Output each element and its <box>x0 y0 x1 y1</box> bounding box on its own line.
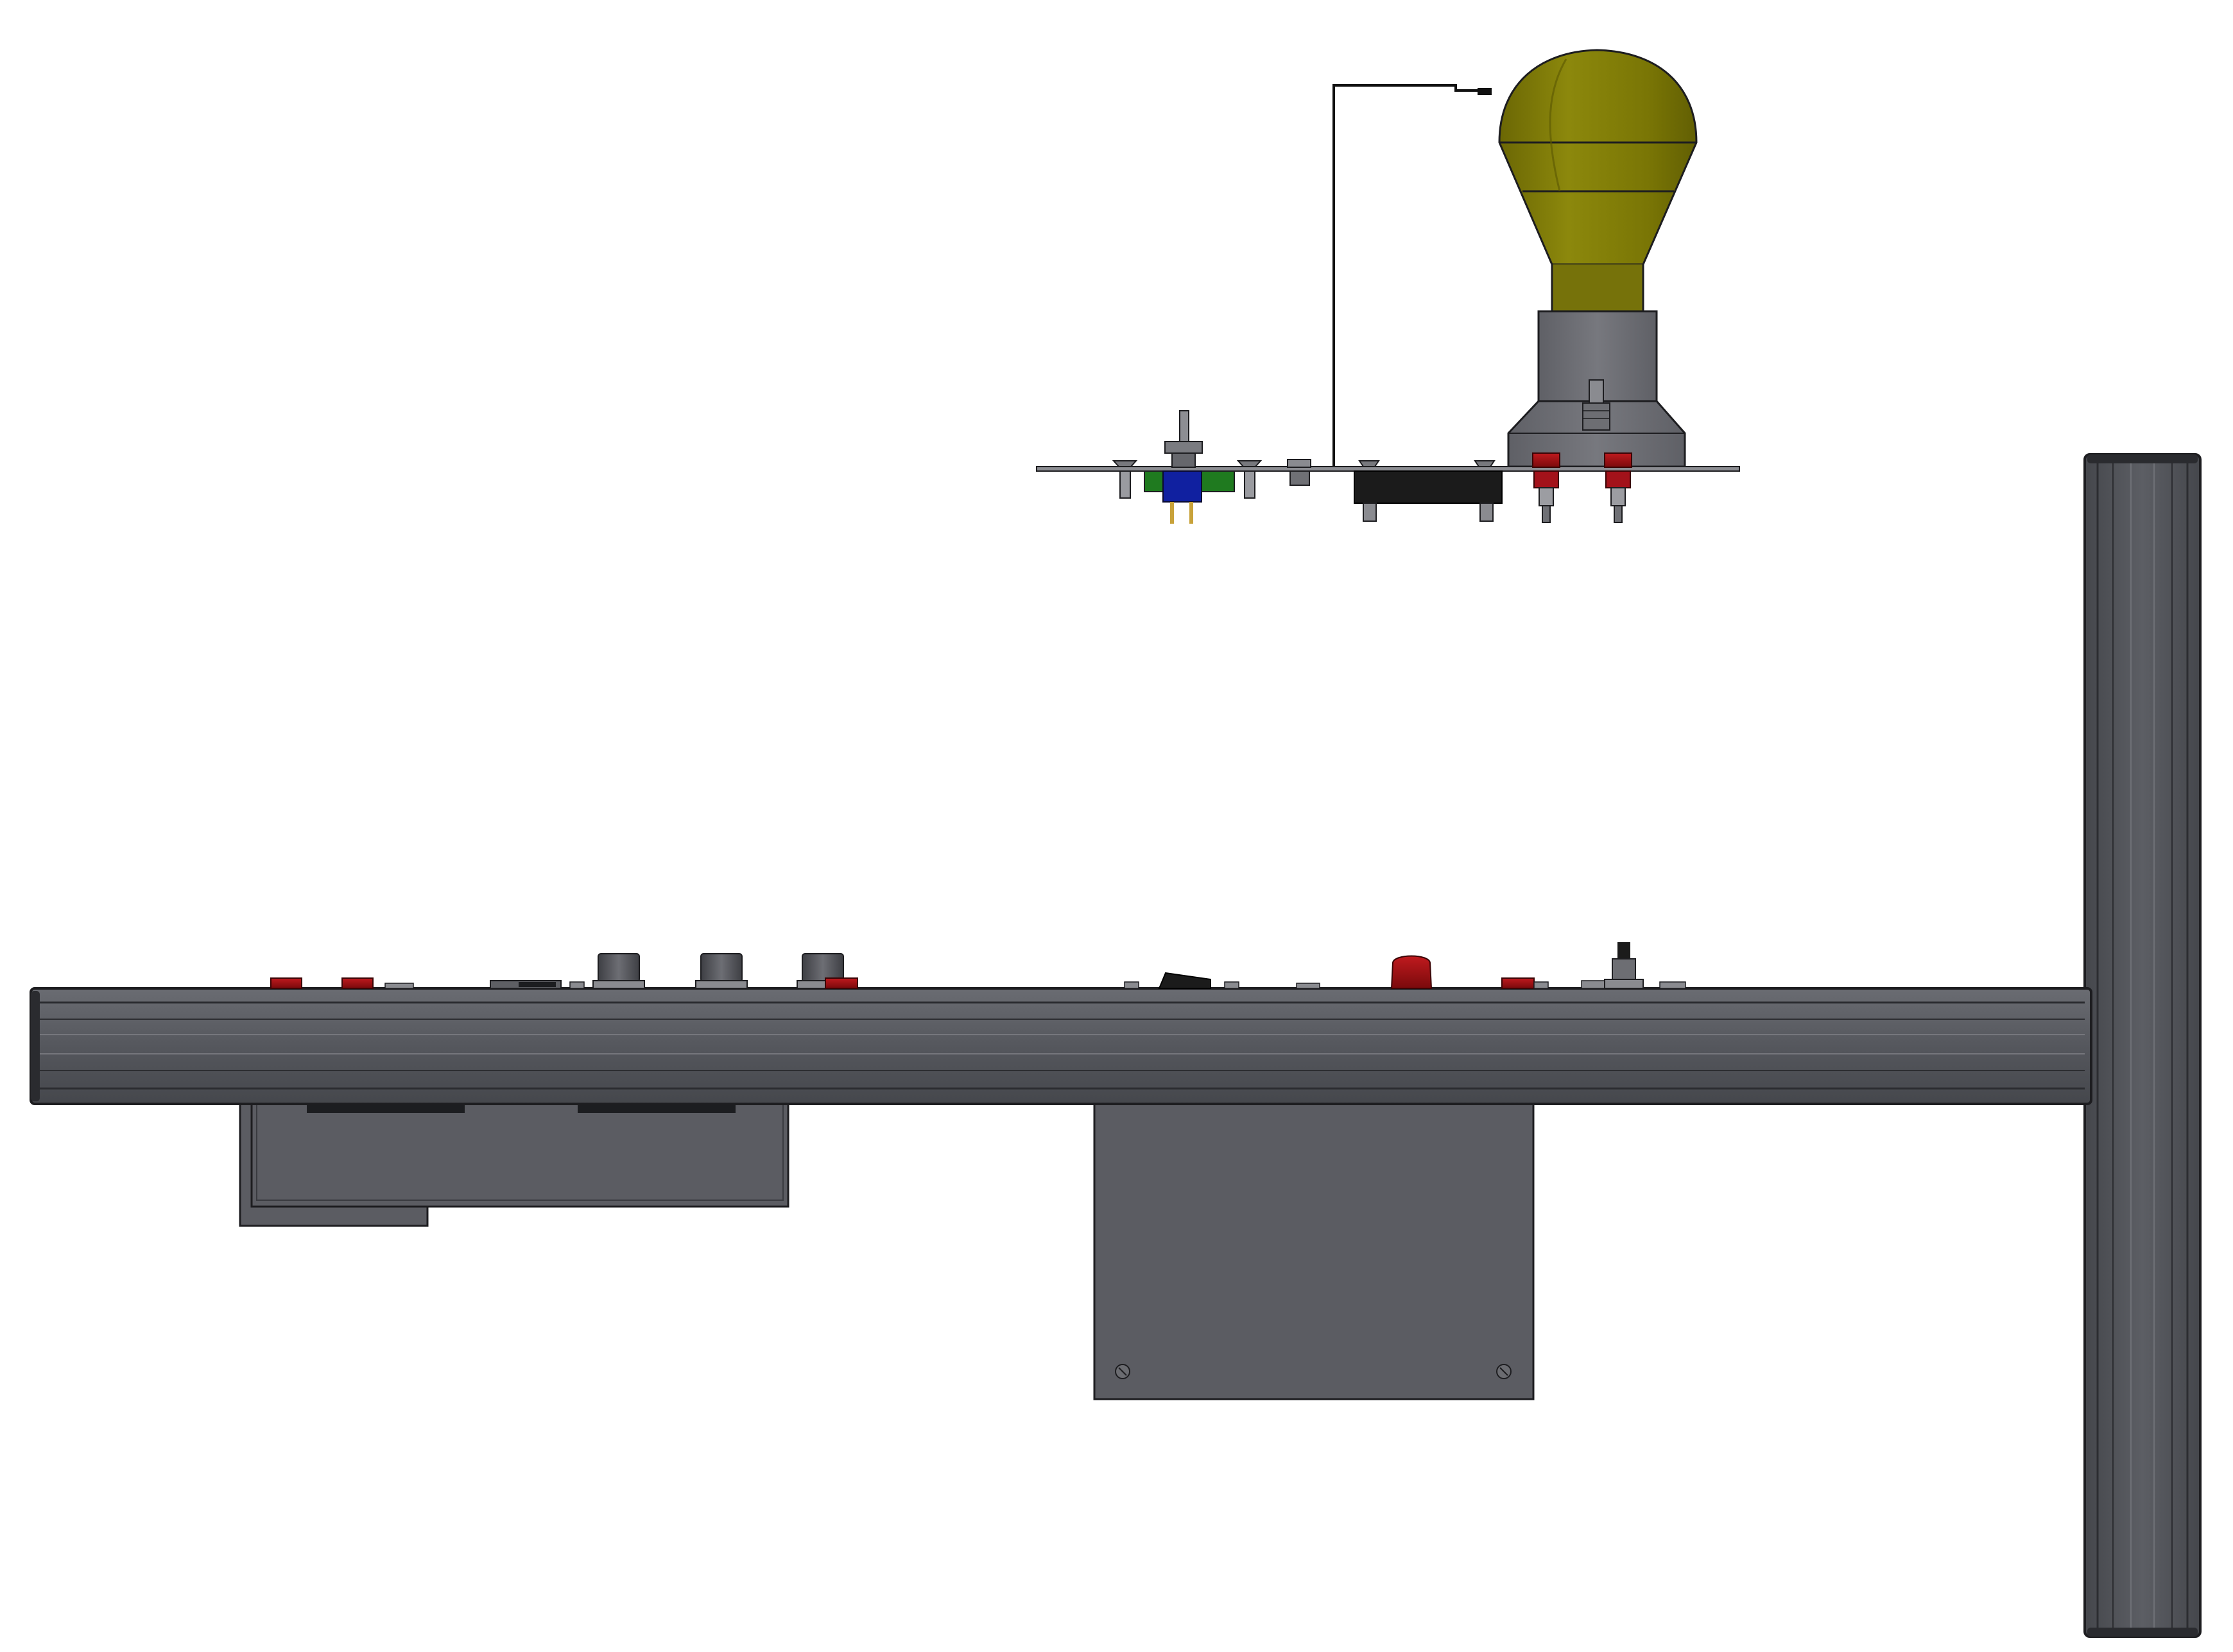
rail-red-button-1 <box>270 977 302 989</box>
plate-screw-right-of-pcb <box>1236 460 1263 499</box>
horizontal-profile-rail <box>30 987 2092 1105</box>
panel-toggle-switch <box>1581 942 1686 989</box>
plate-screw-left <box>1112 460 1138 499</box>
red-terminal-left <box>1532 452 1560 523</box>
box-screw-right <box>1496 1364 1512 1379</box>
rocker-switch <box>1124 972 1239 989</box>
rail-red-button-4 <box>1501 977 1549 989</box>
electronics-box-center <box>1093 1103 1535 1400</box>
rail-red-button-3 <box>825 977 858 989</box>
top-joystick-assembly <box>1036 49 1740 524</box>
rail-knurled-knob-1 <box>592 953 645 989</box>
rail-flat-fitting <box>384 980 585 989</box>
rail-red-button-2 <box>341 977 374 989</box>
mounting-plate <box>1036 466 1740 472</box>
red-dome-button <box>1390 955 1433 989</box>
black-bracket <box>1354 460 1503 522</box>
aluminium-profile-post <box>2083 453 2202 1638</box>
joystick-grip <box>1498 49 1698 313</box>
box-screw-left <box>1115 1364 1130 1379</box>
electronics-box-left <box>239 1103 789 1227</box>
toggle-switch <box>1164 410 1203 468</box>
signal-cable <box>1332 84 1492 467</box>
rail-knurled-knob-2 <box>695 953 748 989</box>
red-terminal-right <box>1604 452 1632 523</box>
plate-nut <box>1287 459 1311 486</box>
pin-connector <box>1162 470 1202 524</box>
rail-small-fitting <box>1296 983 1320 989</box>
joystick-boot <box>1507 310 1686 468</box>
